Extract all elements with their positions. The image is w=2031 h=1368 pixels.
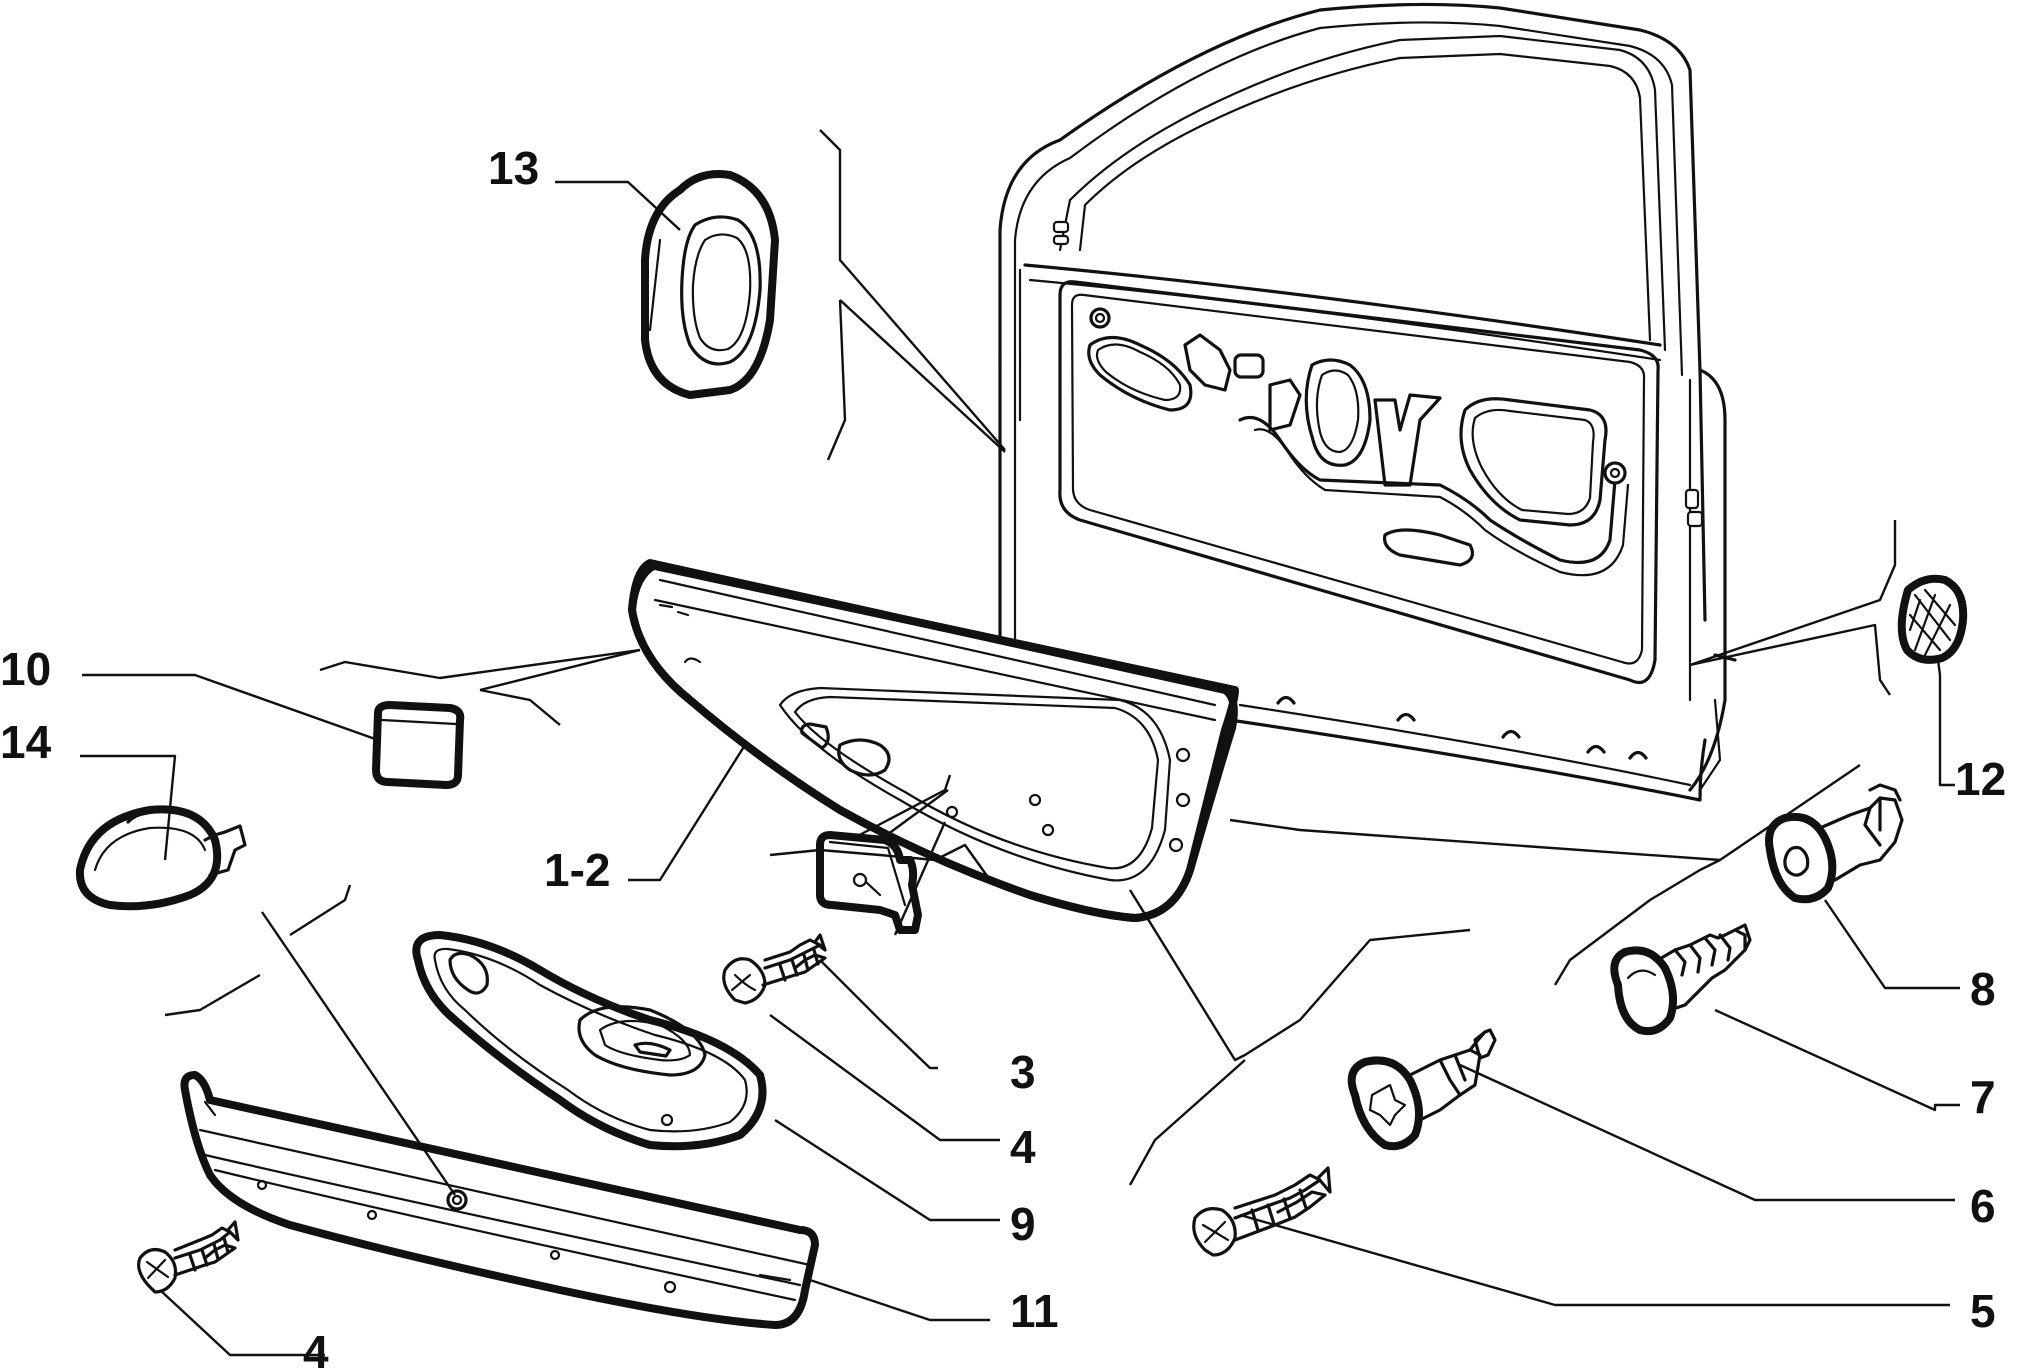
part-12-plug xyxy=(1897,574,1968,664)
part-5-screw xyxy=(1192,1166,1332,1257)
part-14-cap xyxy=(75,805,247,911)
callout-4-upper: 4 xyxy=(1010,1121,1036,1173)
callout-12: 12 xyxy=(1955,753,2006,805)
callout-6: 6 xyxy=(1970,1180,1996,1232)
callout-11: 11 xyxy=(1010,1285,1059,1337)
leader-lines xyxy=(80,180,1960,1357)
callout-labels: 13 10 14 1-2 3 4 9 11 4 5 6 7 8 12 xyxy=(0,142,2006,1368)
part-3-clip xyxy=(816,831,922,934)
part-9-handle-bezel xyxy=(412,931,767,1151)
callout-13: 13 xyxy=(488,142,539,194)
callout-14: 14 xyxy=(0,716,52,768)
callout-5: 5 xyxy=(1970,1285,1996,1337)
part-6-push-clip xyxy=(1347,1028,1497,1151)
part-13-grommet xyxy=(641,170,779,399)
callout-1-2: 1-2 xyxy=(544,844,610,896)
callout-9: 9 xyxy=(1010,1198,1036,1250)
part-8-push-pin xyxy=(1765,783,1904,904)
callout-4-lower: 4 xyxy=(303,1326,329,1368)
door-shell xyxy=(998,2,1737,802)
part-4-screw-upper xyxy=(722,933,827,1005)
part-10-pad xyxy=(372,701,465,789)
callout-3: 3 xyxy=(1010,1046,1036,1098)
callout-10: 10 xyxy=(0,643,51,695)
part-4-screw-lower xyxy=(137,1220,240,1294)
callout-8: 8 xyxy=(1970,963,1996,1015)
context-silhouette-lines xyxy=(164,129,1897,1186)
door-trim-panel xyxy=(628,559,1239,922)
part-7-fir-tree-clip xyxy=(1610,923,1752,1036)
callout-7: 7 xyxy=(1970,1071,1996,1123)
part-11-armrest-strip xyxy=(180,1071,819,1329)
